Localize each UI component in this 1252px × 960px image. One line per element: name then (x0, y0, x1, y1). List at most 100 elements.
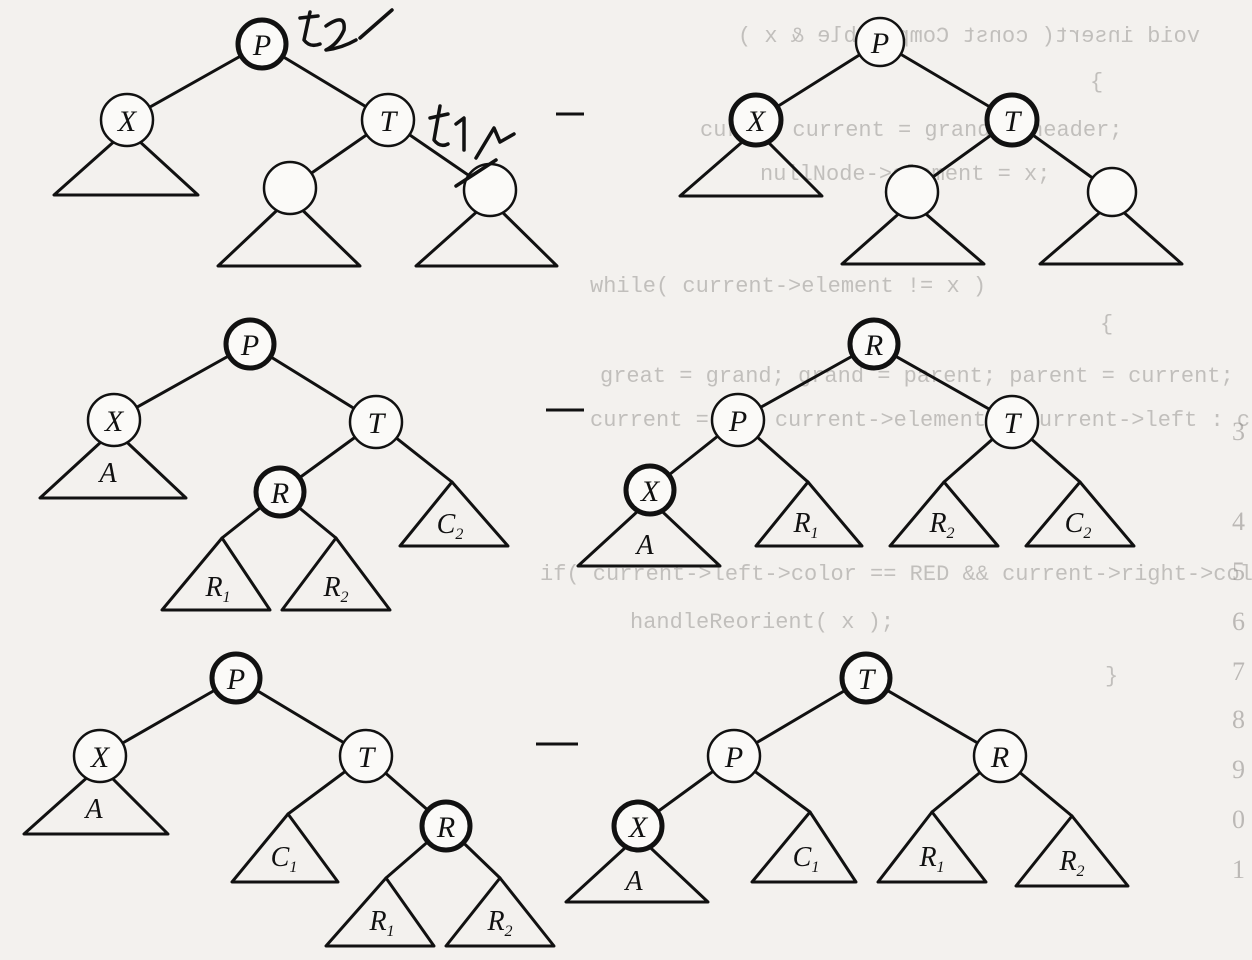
annotation-t1 (428, 104, 516, 188)
line-number-4: 6 (1232, 607, 1245, 636)
subtree-label-R1: R1 (792, 508, 818, 542)
subtree-triangle (160, 536, 272, 612)
subtree-triangle (750, 810, 858, 884)
handwritten-annotations (298, 8, 516, 188)
tree-node (847, 317, 901, 371)
subtree-triangle (324, 876, 436, 948)
subtree-label-A: A (634, 530, 654, 561)
subtree-triangle (678, 128, 824, 198)
node-label: P (226, 663, 245, 696)
node-label: P (240, 329, 259, 362)
tree-node (338, 728, 394, 784)
subtree-triangle (564, 834, 710, 904)
subtree-triangle (840, 200, 986, 266)
code-line-8: current = x < current->element ? current… (590, 408, 1252, 433)
diagram-row2-after: A R1 R2 C2 R P T X (576, 317, 1136, 568)
subtree-triangle (216, 196, 362, 268)
subtree-triangle (1014, 814, 1130, 888)
code-line-2: { (1090, 70, 1103, 95)
node-label: T (1004, 105, 1023, 138)
node-label: X (746, 105, 767, 138)
node-label: T (1004, 407, 1023, 440)
subtree-triangle (754, 480, 864, 548)
node-label: T (368, 407, 387, 440)
tree-node (984, 394, 1040, 450)
node-label: X (90, 741, 111, 774)
code-line-5: while( current->element != x ) (590, 274, 986, 299)
code-line-11: } (1105, 664, 1118, 689)
tree-node (623, 463, 677, 517)
annotation-t2 (298, 8, 394, 52)
tree-node (462, 162, 518, 218)
diagram-row1-after: P X T (678, 16, 1184, 266)
node-label: P (252, 29, 271, 62)
tree-node (984, 92, 1040, 148)
node-label: R (270, 477, 289, 510)
line-number-8: 0 (1232, 805, 1245, 834)
node-label: R (436, 811, 455, 844)
tree-node (253, 465, 307, 519)
tree-node (235, 17, 289, 71)
tree-node (972, 728, 1028, 784)
subtree-triangle (444, 876, 556, 948)
node-label: P (870, 27, 889, 60)
line-number-7: 9 (1232, 755, 1245, 784)
tree-node (854, 16, 906, 68)
subtree-triangle (1038, 200, 1184, 266)
subtree-label-R1: R1 (368, 906, 394, 940)
subtree-triangle (1024, 480, 1136, 548)
subtree-triangle (280, 536, 392, 612)
diagram-row2-before: A C2 R1 R2 P X T R (38, 317, 510, 612)
node-label: P (724, 741, 743, 774)
subtree-label-R2: R2 (928, 508, 954, 542)
line-number-5: 7 (1232, 657, 1245, 686)
node-label: X (117, 105, 138, 138)
line-number-1: 3 (1232, 417, 1245, 446)
code-line-6: { (1100, 312, 1113, 337)
subtree-triangle (398, 480, 510, 548)
node-label: X (628, 811, 649, 844)
tree-node (710, 392, 766, 448)
subtree-label-C1: C1 (793, 842, 820, 876)
node-label: P (728, 405, 747, 438)
tree-node (884, 164, 940, 220)
line-number-2: 4 (1232, 507, 1245, 536)
tree-node (348, 394, 404, 450)
tree-node (360, 92, 416, 148)
subtree-triangle (230, 812, 340, 884)
subtree-triangle (52, 128, 200, 197)
subtree-label-C1: C1 (271, 842, 298, 876)
line-number-9: 1 (1232, 855, 1245, 884)
tree-node (839, 651, 893, 705)
node-label: X (104, 405, 125, 438)
tree-node (99, 92, 155, 148)
subtree-label-C2: C2 (1065, 508, 1092, 542)
diagram-row1-before: P X T (52, 17, 559, 268)
tree-node (706, 728, 762, 784)
tree-node (209, 651, 263, 705)
node-label: R (864, 329, 883, 362)
node-label: R (990, 741, 1009, 774)
tree-node (728, 92, 784, 148)
diagram-row3-before: A C1 R1 R2 P X T R (22, 651, 556, 948)
line-number-6: 8 (1232, 705, 1245, 734)
tree-node (1086, 166, 1138, 218)
subtree-triangle (38, 428, 188, 500)
subtree-label-A: A (97, 458, 117, 489)
subtree-label-A: A (83, 794, 103, 825)
subtree-label-A: A (623, 866, 643, 897)
tree-node (86, 392, 142, 448)
subtree-label-R2: R2 (1058, 846, 1084, 880)
tree-node (262, 160, 318, 216)
subtree-triangle (876, 810, 988, 884)
code-line-10: handleReorient( x ); (630, 610, 894, 635)
subtree-label-R2: R2 (322, 572, 348, 606)
subtree-triangle (22, 764, 170, 836)
node-label: T (358, 741, 377, 774)
node-label: X (640, 475, 661, 508)
diagram-row3-after: A C1 R1 R2 T P R X (564, 651, 1130, 904)
tree-node (72, 728, 128, 784)
background-code: void insert( const Comparable & x ) { cu… (540, 24, 1252, 884)
node-label: T (858, 663, 877, 696)
